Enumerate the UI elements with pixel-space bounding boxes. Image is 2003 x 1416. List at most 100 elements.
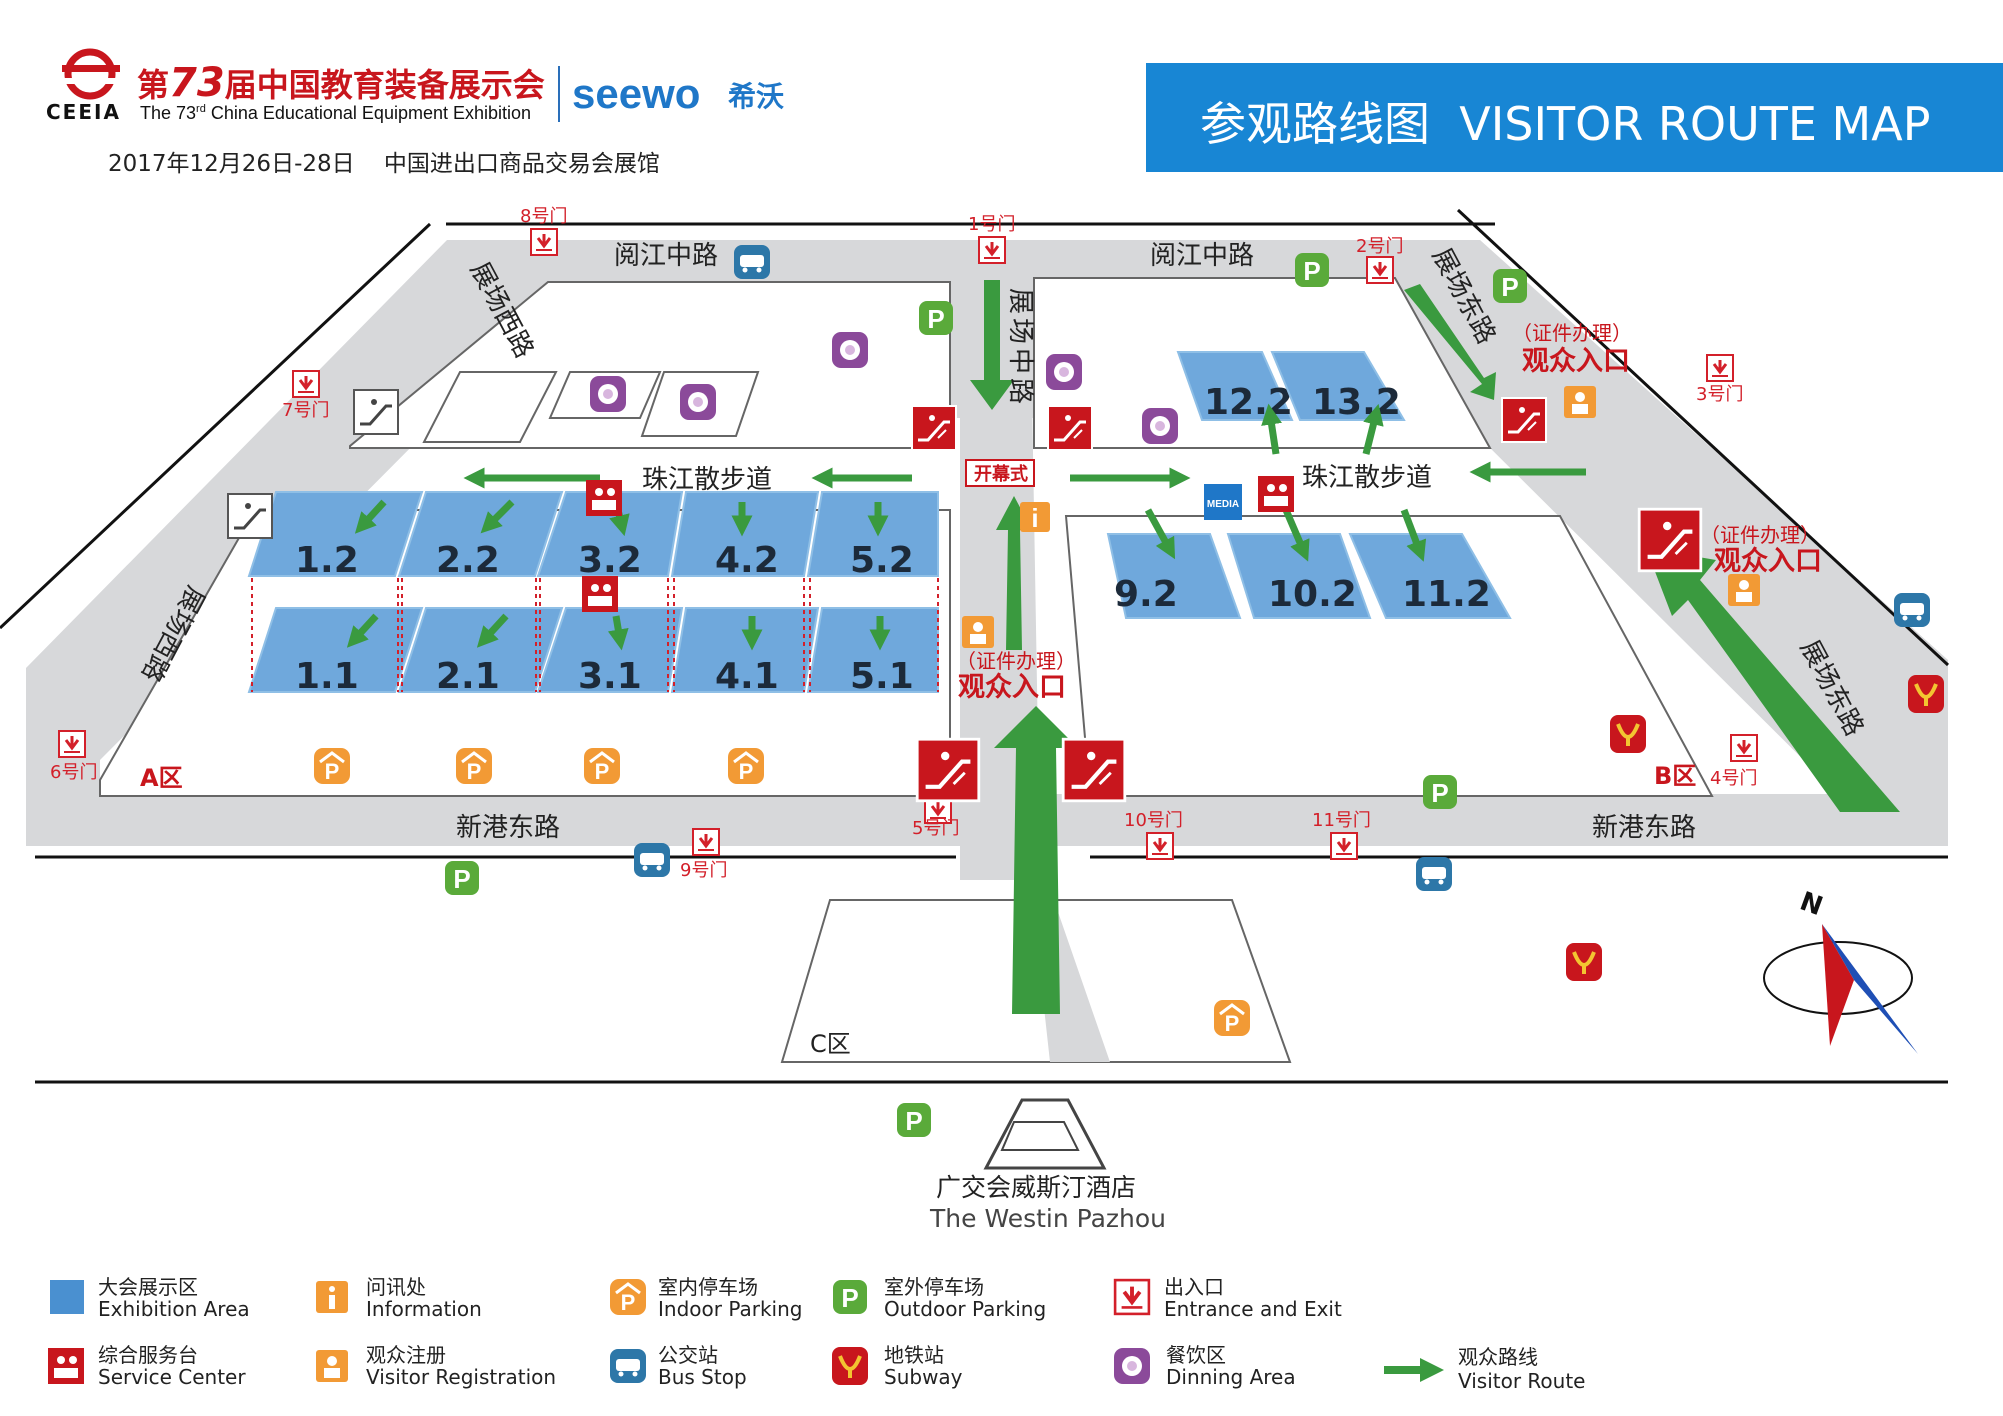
outdoor-parking-icon	[919, 301, 953, 335]
subway-icon	[1564, 941, 1604, 983]
svg-text:1.1: 1.1	[295, 656, 359, 697]
gate-6-icon	[57, 729, 87, 759]
area-c-label: C区	[810, 1030, 851, 1058]
legend-item-bus-stop: 公交站 Bus Stop	[610, 1343, 747, 1389]
svg-text:Information: Information	[366, 1297, 482, 1321]
hall-11-2: 11.2	[1348, 533, 1512, 619]
road-yuejiang-east: 阅江中路	[1150, 241, 1254, 271]
gate-11-label: 11号门	[1312, 810, 1371, 831]
route-center-up	[996, 496, 1032, 650]
svg-text:室外停车场: 室外停车场	[884, 1275, 984, 1299]
legend-item-service-center: 综合服务台 Service Center	[48, 1343, 246, 1389]
escalator-icon	[226, 492, 274, 540]
road-yuejiang-west: 阅江中路	[614, 241, 718, 271]
hall-5-2: 5.2	[806, 491, 939, 581]
gate-4-label: 4号门	[1710, 768, 1757, 789]
route-ne-diagonal	[1404, 284, 1496, 400]
gate-9-label: 9号门	[680, 860, 727, 881]
date-venue: 2017年12月26日-28日 中国进出口商品交易会展馆	[108, 151, 660, 177]
svg-text:11.2: 11.2	[1402, 574, 1491, 615]
svg-text:1.2: 1.2	[295, 540, 359, 581]
hall-1-1: 1.1	[247, 607, 424, 697]
svg-text:观众入口: 观众入口	[958, 672, 1066, 703]
svg-text:N: N	[1796, 887, 1827, 923]
indoor-parking-icon	[608, 1277, 648, 1317]
road-xingang-east: 新港东路	[1592, 813, 1696, 843]
svg-text:Service Center: Service Center	[98, 1365, 246, 1389]
service-center-icon	[582, 576, 618, 612]
promenade-zhujiang-west: 珠江散步道	[642, 465, 772, 495]
gate-4-icon	[1729, 733, 1759, 763]
escalator-icon	[1500, 396, 1548, 444]
area-a-label: A区	[140, 764, 183, 792]
road-xingang-west: 新港东路	[456, 813, 560, 843]
service-center-icon	[1258, 476, 1294, 512]
bus-stop-icon	[610, 1349, 646, 1383]
svg-text:大会展示区: 大会展示区	[98, 1275, 198, 1299]
visitor-entrance-east: （证件办理） 观众入口	[1700, 523, 1822, 577]
legend-item-outdoor-parking: 室外停车场 Outdoor Parking	[833, 1275, 1046, 1321]
legend: 大会展示区 Exhibition Area 问讯处 Information 室内…	[48, 1275, 1586, 1393]
indoor-parking-icon	[312, 746, 352, 786]
hall-9-2: 9.2	[1106, 533, 1242, 619]
svg-text:观众入口: 观众入口	[1522, 346, 1630, 377]
outdoor-parking-icon	[445, 861, 479, 895]
legend-item-information: 问讯处 Information	[316, 1275, 482, 1321]
svg-text:观众入口: 观众入口	[1714, 546, 1822, 577]
outdoor-parking-icon	[833, 1280, 867, 1314]
dining-icon	[1114, 1348, 1150, 1384]
gate-1-icon	[977, 235, 1007, 265]
svg-text:问讯处: 问讯处	[366, 1275, 426, 1299]
dining-icon	[1142, 408, 1178, 444]
indoor-parking-icon	[1212, 998, 1252, 1038]
subway-icon	[830, 1345, 870, 1387]
outdoor-parking-icon	[1493, 269, 1527, 303]
svg-text:出入口: 出入口	[1164, 1275, 1224, 1299]
bus-stop-icon	[1416, 857, 1452, 891]
svg-text:Dinning Area: Dinning Area	[1166, 1365, 1296, 1389]
gate-3-icon	[1705, 353, 1735, 383]
bus-stop-icon	[634, 843, 670, 877]
svg-text:餐饮区: 餐饮区	[1166, 1343, 1226, 1367]
hotel-name-en: The Westin Pazhou	[929, 1204, 1166, 1233]
gate-11-icon	[1329, 831, 1359, 861]
service-center-icon	[586, 480, 622, 516]
svg-text:室内停车场: 室内停车场	[658, 1275, 758, 1299]
svg-text:Subway: Subway	[884, 1365, 963, 1389]
svg-text:5.1: 5.1	[850, 656, 914, 697]
hall-13-2: 13.2	[1270, 351, 1406, 423]
road-zhanchang-middle: 展场中路	[1005, 288, 1035, 408]
promenade-zhujiang-east: 珠江散步道	[1302, 463, 1432, 493]
escalator-icon	[1063, 739, 1125, 801]
visitor-entrance-center: （证件办理） 观众入口	[956, 649, 1076, 703]
exhibition-title-en: The 73rd China Educational Equipment Exh…	[140, 103, 531, 123]
legend-item-indoor-parking: 室内停车场 Indoor Parking	[608, 1275, 802, 1321]
svg-text:4.1: 4.1	[715, 656, 779, 697]
svg-text:综合服务台: 综合服务台	[98, 1343, 198, 1367]
media-icon: MEDIA	[1204, 484, 1242, 520]
svg-text:（证件办理）: （证件办理）	[1700, 523, 1820, 547]
hall-5-1: 5.1	[806, 607, 939, 697]
escalator-icon	[352, 388, 400, 436]
indoor-parking-icon	[582, 746, 622, 786]
ceeia-logo: CEEIA	[46, 48, 120, 124]
svg-text:3.1: 3.1	[578, 656, 642, 697]
hall-10-2: 10.2	[1226, 533, 1372, 619]
svg-text:9.2: 9.2	[1114, 574, 1178, 615]
gate-8-label: 8号门	[520, 206, 567, 227]
hall-4-1: 4.1	[670, 607, 820, 697]
visitor-registration-icon	[316, 1350, 348, 1382]
gate-3-label: 3号门	[1696, 384, 1743, 405]
legend-item-entrance-exit: 出入口 Entrance and Exit	[1113, 1275, 1342, 1321]
opening-ceremony: 开幕式	[965, 459, 1035, 487]
gate-10-label: 10号门	[1124, 810, 1183, 831]
dining-icon	[680, 384, 716, 420]
indoor-parking-icon	[726, 746, 766, 786]
svg-text:观众注册: 观众注册	[366, 1343, 446, 1367]
legend-item-subway: 地铁站 Subway	[830, 1343, 963, 1389]
route-center-down	[970, 280, 1014, 410]
indoor-parking-icon	[454, 746, 494, 786]
visitor-routes	[346, 280, 1900, 1014]
gate-2-icon	[1365, 255, 1395, 285]
